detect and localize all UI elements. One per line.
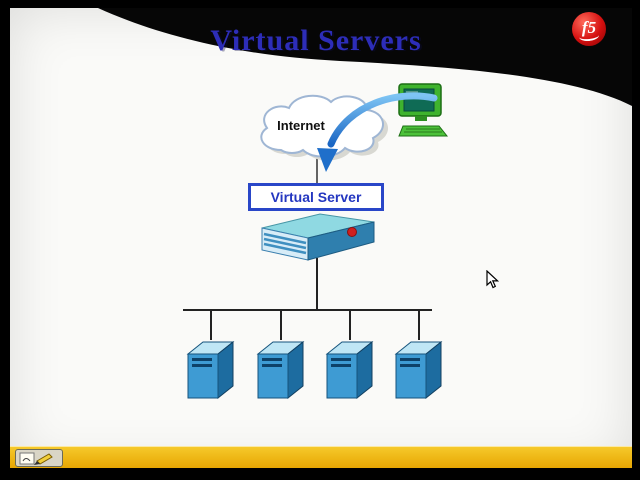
presentation-slide: Virtual Servers f5 Internet [10,8,632,468]
title-swoosh-decoration [98,8,632,106]
server-pool [187,341,442,399]
annotation-pen-icon [19,452,53,465]
presenter-toolbar [10,446,632,468]
server-icon [257,341,304,399]
mouse-cursor [486,270,500,289]
internet-label: Internet [277,118,325,133]
server-icon [395,341,442,399]
f5-logo-swish [578,29,600,43]
bigip-appliance-icon [261,213,375,261]
server-icon [326,341,373,399]
f5-logo: f5 [572,12,606,46]
virtual-server-box: Virtual Server [248,183,384,211]
virtual-server-label: Virtual Server [270,189,362,205]
server-icon [187,341,234,399]
appliance-f5-badge [347,227,357,237]
slide-title: Virtual Servers [210,24,422,57]
f5-logo-text: f5 [581,17,597,37]
client-computer-icon [398,83,449,137]
annotation-pen-button[interactable] [15,449,63,467]
